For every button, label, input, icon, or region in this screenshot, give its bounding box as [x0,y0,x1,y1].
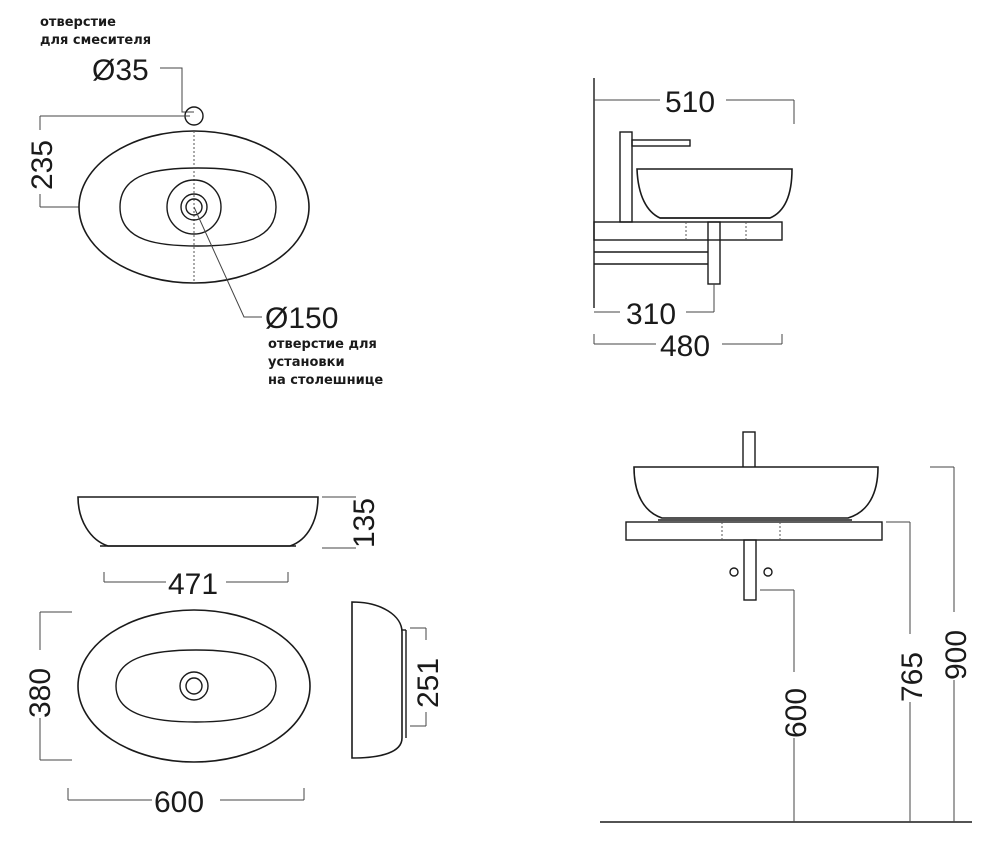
countertop-side [593,221,783,241]
mixer-hole-note-line1: отверстие [40,15,116,30]
projection-dim-510: 510 [665,86,715,119]
mixer-hole-note-line2: для смесителя [40,33,151,48]
drain-outer-plan [179,671,209,701]
mount-hole-diameter-label: Ø150 [265,302,338,335]
mixer-hole-diameter-label: Ø35 [92,54,149,87]
mount-hole-leader [193,206,262,318]
countertop-front [625,521,883,541]
rim-height-dim-900: 900 [940,630,973,680]
basin-front [77,496,319,547]
front-view: 135 471 [77,496,381,601]
inner-depth-dim-251: 251 [412,658,445,708]
faucet-front [742,431,756,473]
depth-dim-380: 380 [24,668,57,718]
drain-pipe-front [743,539,757,601]
depth-dim-235: 235 [26,140,59,190]
basin-side [636,168,793,219]
fixing-bolt-right [763,567,773,577]
basin-bowl-inner-plan [115,649,277,723]
basin-bowl-inner-top [119,167,277,247]
drain-pipe-side [707,221,721,285]
fixing-bolt-left [729,567,739,577]
drain-outer [180,193,208,221]
mount-hole-note-line3: на столешнице [268,373,383,388]
countertop-height-dim-765: 765 [896,652,929,702]
base-width-dim-471: 471 [168,568,218,601]
installation-view: 600 765 900 [600,431,973,823]
plan-view: 380 600 [24,609,311,819]
end-view: 251 [351,601,445,759]
countertop-dim-480: 480 [660,330,710,363]
mixer-hole-leader [160,67,194,113]
width-dim-600: 600 [154,786,204,819]
mount-hole-note-line1: отверстие для [268,337,377,352]
basin-installed [633,466,879,519]
faucet-body [619,131,633,223]
drain-inner [185,198,203,216]
inner-dim-310: 310 [626,298,676,331]
drain-inner-plan [185,677,203,695]
faucet-spout [631,139,691,147]
basin-outline-plan [77,609,311,763]
basin-end [351,601,403,759]
mount-hole-note-line2: установки [268,355,345,370]
drain-height-dim-600: 600 [780,688,813,738]
top-view: отверстие для смесителя Ø35 235 Ø150 отв… [26,15,383,388]
side-view: 510 310 480 [593,78,795,363]
mount-hole-outer [166,179,222,235]
height-dim-135: 135 [348,498,381,548]
